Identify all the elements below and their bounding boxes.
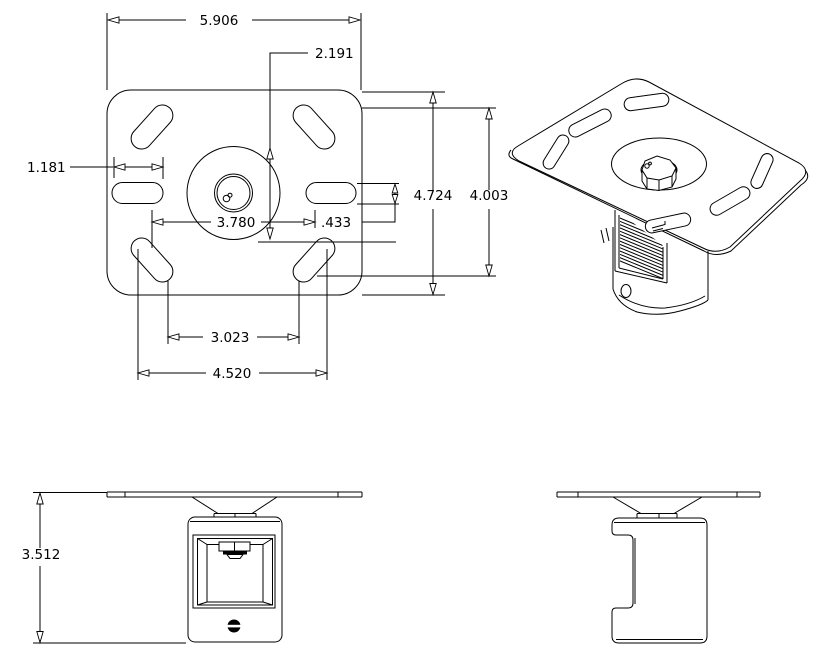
dim-plate-height: 4.724 [362,90,453,297]
dim-corner-slot-span: 4.003 [317,106,509,278]
iso-slot-bottom-detail [651,221,666,229]
front-cone [191,496,278,517]
iso-plate-thickness [508,149,809,255]
center-hub [186,146,281,240]
dim-text-plate-width: 5.906 [200,13,239,29]
side-view [556,491,761,644]
arrowhead [485,106,493,120]
front-view: 3.512 [22,491,363,645]
arrowhead [391,182,399,194]
arrowhead [36,491,44,505]
iso-slot-bottom [644,212,692,234]
dim-slot-inner-spacing: 3.780 [150,210,317,248]
iso-slot-right [750,153,774,189]
front-bolt [218,541,251,559]
arrowhead [485,264,493,278]
dim-text-corner-slot-span: 4.003 [470,188,509,204]
slot-bottom-left [130,237,174,283]
dim-plate-width: 5.906 [106,13,362,90]
hub-inner-circle [216,176,251,210]
recess-circle [186,146,281,240]
dim-bottom-slot-outer: 4.520 [136,249,329,382]
dim-text-slot-inner-spacing: 3.780 [217,215,256,231]
dim-recess-diameter: 2.191 [258,46,396,243]
iso-cylinder [600,210,709,315]
front-window-outer [192,534,276,609]
arrowhead [429,90,437,104]
set-screw-detail [222,194,231,203]
dim-overall-height: 3.512 [22,491,186,645]
front-screw [227,619,241,633]
dim-text-side-slot-length: 1.181 [27,160,66,176]
dim-text-plate-height: 4.724 [414,188,453,204]
hub-outer-circle [214,173,253,213]
side-plate [556,491,761,498]
iso-hub [611,137,707,192]
arrowhead [429,283,437,297]
front-body [187,516,283,643]
corner-slots [130,104,336,283]
iso-slot-top [623,92,670,112]
dim-text-bottom-slot-outer: 4.520 [213,366,252,382]
dim-bottom-slot-inner: 3.023 [166,281,301,346]
dim-text-slot-width: .433 [321,215,351,231]
arrowhead [315,369,329,377]
side-slots [111,182,357,204]
arrowhead [151,163,165,171]
iso-slot-lower-right [709,186,751,216]
plate-outline [106,89,363,296]
iso-slots [542,92,774,234]
arrowhead [266,146,274,160]
dim-side-slot-length: 1.181 [27,157,165,179]
arrowhead [106,16,120,24]
slot-right [305,182,357,204]
iso-nut-detail [644,163,650,169]
iso-nut-detail-small [648,161,652,166]
arrowhead [36,631,44,645]
arrowhead [150,218,164,226]
dim-text-bottom-slot-inner: 3.023 [211,330,250,346]
dim-text-recess-diameter: 2.191 [315,46,354,62]
front-window-mid [197,538,273,606]
dim-slot-width: .433 [321,182,399,231]
side-body [611,517,708,644]
arrowhead [391,194,399,206]
pin-hole [620,284,632,298]
arrowhead [166,333,180,341]
iso-thread-window [614,210,668,284]
arrowhead [136,369,150,377]
iso-slot-upper-left [568,108,612,138]
arrowhead [112,163,126,171]
arrowhead [303,218,317,226]
slot-top-left [130,104,174,150]
arrowhead [287,333,301,341]
dim-text-overall-height: 3.512 [22,547,61,563]
slot-top-right [292,104,336,150]
arrowhead [266,227,274,241]
plan-view: 5.906 2.191 1.181 3.78 [27,13,508,382]
slot-bottom-right [292,237,336,283]
isometric-view [508,78,809,315]
front-plate [106,491,363,498]
slot-left [111,182,164,204]
iso-slot-left [542,134,570,170]
set-screw-detail-small [227,192,233,198]
side-cone [612,496,703,518]
arrowhead [348,16,362,24]
